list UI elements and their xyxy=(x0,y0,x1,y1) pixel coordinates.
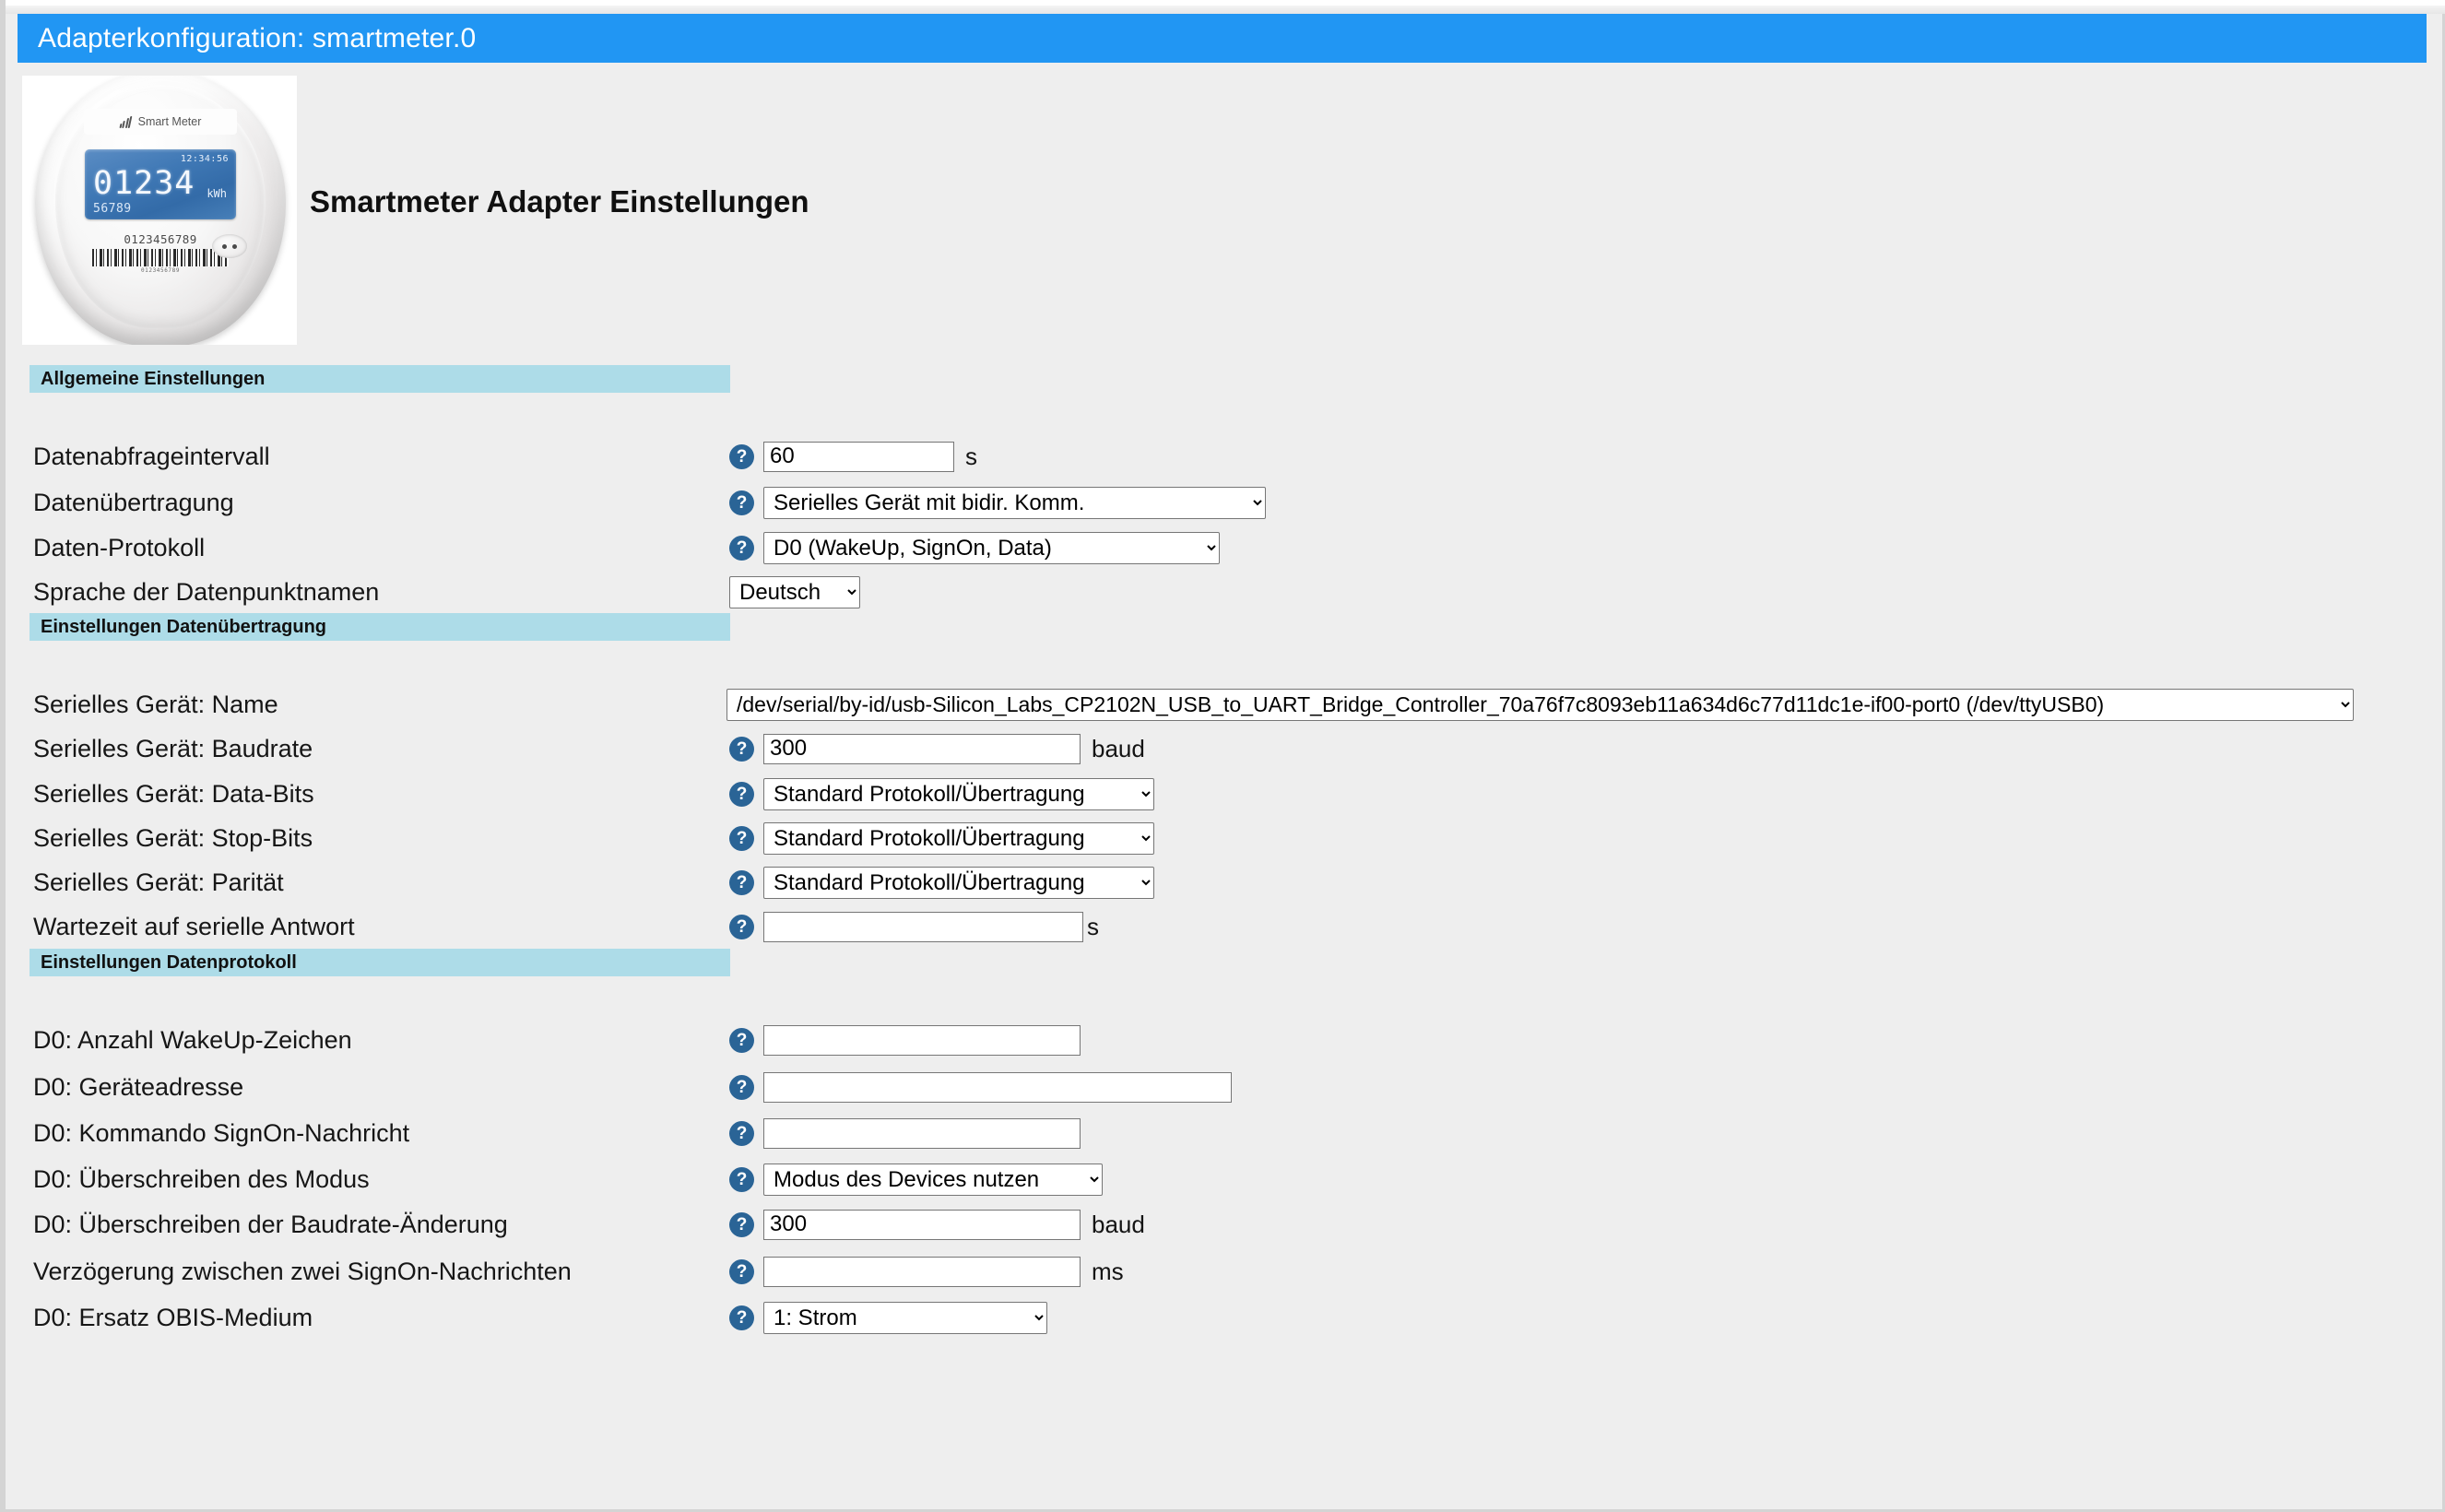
row-d0-obis-medium: D0: Ersatz OBIS-Medium ? 1: Strom6: Wärm… xyxy=(6,1295,2439,1340)
row-serial-parity: Serielles Gerät: Parität ? Standard Prot… xyxy=(6,860,2439,904)
barcode-caption: 0123456789 xyxy=(140,267,181,274)
input-serial-timeout[interactable] xyxy=(763,911,1083,942)
label-datapoint-language: Sprache der Datenpunktnamen xyxy=(33,577,380,606)
label-d0-signon-delay: Verzögerung zwischen zwei SignOn-Nachric… xyxy=(33,1257,572,1285)
help-icon-d0-signon-delay[interactable]: ? xyxy=(729,1258,754,1284)
window-title: Adapterkonfiguration: smartmeter.0 xyxy=(38,22,477,53)
row-serial-timeout: Wartezeit auf serielle Antwort ? s xyxy=(6,904,2439,949)
meter-optical-port-icon xyxy=(212,234,247,258)
select-datapoint-language[interactable]: DeutschEnglish xyxy=(729,575,860,608)
select-serial-parity[interactable]: Standard Protokoll/Übertragungnoneevenod… xyxy=(763,866,1154,899)
label-poll-interval: Datenabfrageintervall xyxy=(33,442,270,470)
page-title: Smartmeter Adapter Einstellungen xyxy=(310,184,809,219)
row-d0-override-baudrate: D0: Überschreiben der Baudrate-Änderung … xyxy=(6,1202,2439,1246)
help-icon-serial-baudrate[interactable]: ? xyxy=(729,736,754,762)
row-d0-signon-command: D0: Kommando SignOn-Nachricht ? xyxy=(6,1111,2439,1155)
select-data-protocol[interactable]: D0 (WakeUp, SignOn, Data)SMLJSON xyxy=(763,531,1220,564)
meter-label-plate: 0123456789 0123456789 xyxy=(79,232,242,274)
smartmeter-logo: Smart Meter 12:34:56 01234 kWh 56789 012… xyxy=(22,76,297,345)
select-serial-databits[interactable]: Standard Protokoll/Übertragung78 xyxy=(763,777,1154,810)
row-serial-databits: Serielles Gerät: Data-Bits ? Standard Pr… xyxy=(6,772,2439,816)
row-datapoint-language: Sprache der Datenpunktnamen DeutschEngli… xyxy=(6,570,2439,614)
label-data-protocol: Daten-Protokoll xyxy=(33,533,206,561)
input-poll-interval[interactable] xyxy=(763,441,954,472)
select-d0-obis-medium[interactable]: 1: Strom6: Wärme7: Gas8: Wasser xyxy=(763,1301,1047,1334)
row-data-protocol: Daten-Protokoll ? D0 (WakeUp, SignOn, Da… xyxy=(6,526,2439,570)
wifi-signal-icon xyxy=(119,115,134,128)
row-poll-interval: Datenabfrageintervall ? s xyxy=(6,434,2439,478)
barcode-icon xyxy=(92,249,229,266)
meter-lcd-display: 12:34:56 01234 kWh 56789 xyxy=(85,149,236,219)
help-icon-d0-override-baudrate[interactable]: ? xyxy=(729,1211,754,1237)
row-d0-signon-delay: Verzögerung zwischen zwei SignOn-Nachric… xyxy=(6,1249,2439,1293)
input-serial-baudrate[interactable] xyxy=(763,733,1081,764)
select-serial-stopbits[interactable]: Standard Protokoll/Übertragung12 xyxy=(763,821,1154,855)
lcd-reading: 01234 xyxy=(93,165,195,202)
unit-serial-baudrate: baud xyxy=(1092,734,1145,762)
help-icon-d0-wakeup-chars[interactable]: ? xyxy=(729,1027,754,1053)
label-serial-timeout: Wartezeit auf serielle Antwort xyxy=(33,912,355,940)
label-d0-override-baudrate: D0: Überschreiben der Baudrate-Änderung xyxy=(33,1210,508,1238)
help-icon-d0-override-mode[interactable]: ? xyxy=(729,1166,754,1192)
input-d0-signon-command[interactable] xyxy=(763,1117,1081,1149)
meter-serial-number: 0123456789 xyxy=(124,232,197,246)
row-d0-wakeup-chars: D0: Anzahl WakeUp-Zeichen ? xyxy=(6,1018,2439,1062)
select-data-transfer[interactable]: Serielles Gerät mit bidir. Komm.Serielle… xyxy=(763,486,1266,519)
input-d0-signon-delay[interactable] xyxy=(763,1256,1081,1287)
label-data-transfer: Datenübertragung xyxy=(33,488,234,516)
help-icon-d0-device-address[interactable]: ? xyxy=(729,1074,754,1100)
label-serial-baudrate: Serielles Gerät: Baudrate xyxy=(33,734,313,762)
select-d0-override-mode[interactable]: Modus des Devices nutzenModus AModus BMo… xyxy=(763,1163,1103,1196)
help-icon-serial-timeout[interactable]: ? xyxy=(729,914,754,939)
window-titlebar: Adapterkonfiguration: smartmeter.0 xyxy=(18,14,2427,63)
row-d0-device-address: D0: Geräteadresse ? xyxy=(6,1065,2439,1109)
unit-d0-override-baudrate: baud xyxy=(1092,1210,1145,1238)
lcd-secondary-reading: 56789 xyxy=(93,202,132,216)
label-d0-signon-command: D0: Kommando SignOn-Nachricht xyxy=(33,1118,410,1147)
help-icon-serial-databits[interactable]: ? xyxy=(729,781,754,807)
unit-d0-signon-delay: ms xyxy=(1092,1257,1124,1285)
input-d0-device-address[interactable] xyxy=(763,1071,1232,1103)
lcd-time: 12:34:56 xyxy=(180,154,229,164)
label-d0-obis-medium: D0: Ersatz OBIS-Medium xyxy=(33,1303,313,1331)
meter-body-icon: Smart Meter 12:34:56 01234 kWh 56789 012… xyxy=(35,76,286,345)
label-d0-device-address: D0: Geräteadresse xyxy=(33,1072,244,1101)
input-d0-wakeup-chars[interactable] xyxy=(763,1024,1081,1056)
window-top-shade xyxy=(6,6,2445,14)
label-d0-override-mode: D0: Überschreiben des Modus xyxy=(33,1164,370,1193)
row-d0-override-mode: D0: Überschreiben des Modus ? Modus des … xyxy=(6,1157,2439,1201)
row-serial-baudrate: Serielles Gerät: Baudrate ? baud xyxy=(6,726,2439,771)
help-icon-d0-obis-medium[interactable]: ? xyxy=(729,1305,754,1330)
label-serial-parity: Serielles Gerät: Parität xyxy=(33,868,284,896)
help-icon-poll-interval[interactable]: ? xyxy=(729,443,754,469)
label-serial-name: Serielles Gerät: Name xyxy=(33,690,278,718)
section-header-general: Allgemeine Einstellungen xyxy=(30,365,730,393)
input-d0-override-baudrate[interactable] xyxy=(763,1209,1081,1240)
meter-brand-plate: Smart Meter xyxy=(84,109,237,135)
row-serial-stopbits: Serielles Gerät: Stop-Bits ? Standard Pr… xyxy=(6,816,2439,860)
help-icon-data-transfer[interactable]: ? xyxy=(729,490,754,515)
select-serial-name[interactable]: /dev/serial/by-id/usb-Silicon_Labs_CP210… xyxy=(726,688,2354,721)
row-data-transfer: Datenübertragung ? Serielles Gerät mit b… xyxy=(6,480,2439,525)
meter-brand-label: Smart Meter xyxy=(137,115,202,128)
unit-serial-timeout: s xyxy=(1087,912,1099,940)
help-icon-serial-stopbits[interactable]: ? xyxy=(729,825,754,851)
help-icon-serial-parity[interactable]: ? xyxy=(729,869,754,895)
lcd-unit: kWh xyxy=(207,187,227,200)
unit-poll-interval: s xyxy=(965,442,977,470)
section-header-transfer: Einstellungen Datenübertragung xyxy=(30,613,730,641)
help-icon-d0-signon-command[interactable]: ? xyxy=(729,1120,754,1146)
section-header-protocol: Einstellungen Datenprotokoll xyxy=(30,949,730,976)
help-icon-data-protocol[interactable]: ? xyxy=(729,535,754,561)
label-serial-stopbits: Serielles Gerät: Stop-Bits xyxy=(33,823,313,852)
label-d0-wakeup-chars: D0: Anzahl WakeUp-Zeichen xyxy=(33,1025,352,1054)
label-serial-databits: Serielles Gerät: Data-Bits xyxy=(33,779,314,808)
row-serial-name: Serielles Gerät: Name /dev/serial/by-id/… xyxy=(6,682,2439,726)
